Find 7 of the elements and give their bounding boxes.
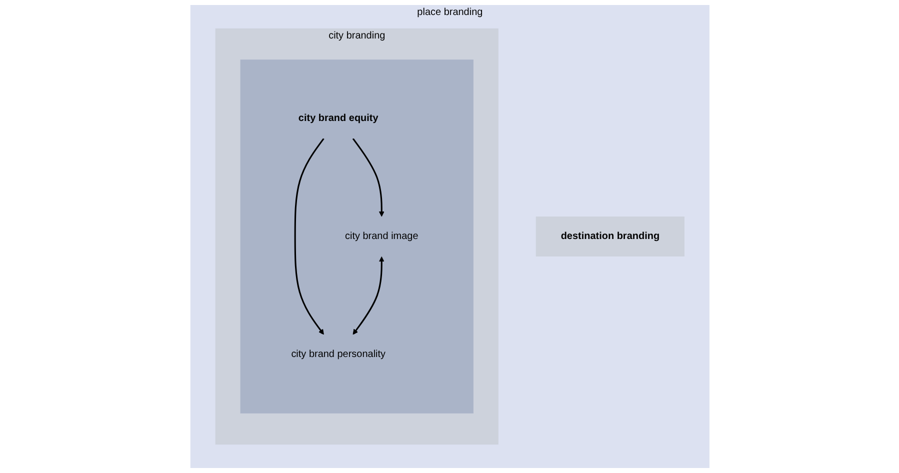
node-text: city brand equity	[298, 112, 378, 124]
arrow	[352, 256, 384, 335]
node-text: city brand image	[344, 230, 418, 242]
node-text: city brand personality	[290, 348, 386, 360]
cluster	[240, 60, 474, 414]
arrow	[294, 138, 324, 335]
arrow	[352, 138, 384, 217]
